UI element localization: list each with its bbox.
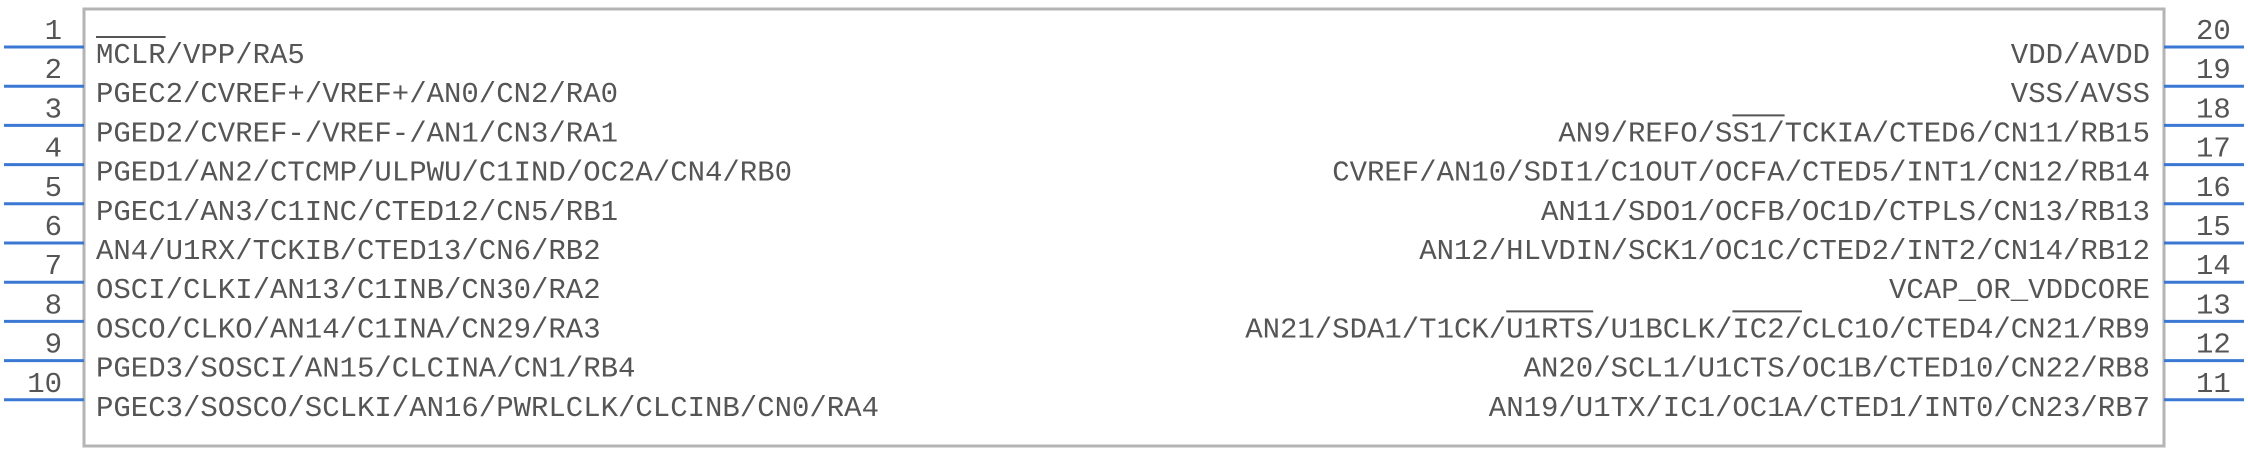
pin-label-18: AN9/REFO/SS1/TCKIA/CTED6/CN11/RB15 — [1558, 117, 2150, 150]
pin-number-15: 15 — [2196, 211, 2231, 244]
ic-body-outline — [82, 7, 2166, 448]
pin-number-17: 17 — [2196, 133, 2231, 166]
pin-number-1: 1 — [45, 15, 62, 48]
pin-label-12: AN20/SCL1/U1CTS/OC1B/CTED10/CN22/RB8 — [1524, 353, 2150, 386]
pin-number-7: 7 — [45, 250, 62, 283]
pin-number-12: 12 — [2196, 329, 2231, 362]
pin-label-17: CVREF/AN10/SDI1/C1OUT/OCFA/CTED5/INT1/CN… — [1332, 157, 2150, 190]
pin-number-9: 9 — [45, 329, 62, 362]
pin-number-19: 19 — [2196, 54, 2231, 87]
pin-number-20: 20 — [2196, 15, 2231, 48]
pin-number-14: 14 — [2196, 250, 2231, 283]
pin-number-3: 3 — [45, 93, 62, 126]
pin-number-8: 8 — [45, 289, 62, 322]
pin-label-11: AN19/U1TX/IC1/OC1A/CTED1/INT0/CN23/RB7 — [1489, 392, 2150, 425]
pin-number-6: 6 — [45, 211, 62, 244]
pin-label-7: OSCI/CLKI/AN13/C1INB/CN30/RA2 — [96, 274, 601, 307]
pin-label-8: OSCO/CLKO/AN14/C1INA/CN29/RA3 — [96, 313, 601, 346]
pin-label-3: PGED2/CVREF-/VREF-/AN1/CN3/RA1 — [96, 117, 618, 150]
pin-number-11: 11 — [2196, 368, 2231, 401]
pin-number-16: 16 — [2196, 172, 2231, 205]
pin-number-4: 4 — [45, 133, 62, 166]
pin-number-13: 13 — [2196, 289, 2231, 322]
pin-label-2: PGEC2/CVREF+/VREF+/AN0/CN2/RA0 — [96, 78, 618, 111]
pin-label-14: VCAP_OR_VDDCORE — [1889, 274, 2150, 307]
pin-label-10: PGEC3/SOSCO/SCLKI/AN16/PWRLCLK/CLCINB/CN… — [96, 392, 879, 425]
pin-label-6: AN4/U1RX/TCKIB/CTED13/CN6/RB2 — [96, 235, 601, 268]
pin-label-9: PGED3/SOSCI/AN15/CLCINA/CN1/RB4 — [96, 353, 635, 386]
pin-label-4: PGED1/AN2/CTCMP/ULPWU/C1IND/OC2A/CN4/RB0 — [96, 157, 792, 190]
pin-label-13: AN21/SDA1/T1CK/U1RTS/U1BCLK/IC2/CLC1O/CT… — [1245, 313, 2150, 346]
pin-label-20: VDD/AVDD — [2011, 39, 2150, 72]
pin-number-18: 18 — [2196, 93, 2231, 126]
pin-label-15: AN12/HLVDIN/SCK1/OC1C/CTED2/INT2/CN14/RB… — [1419, 235, 2150, 268]
pin-label-1: MCLR/VPP/RA5 — [96, 39, 305, 72]
overline-group — [96, 36, 1802, 313]
pin-number-10: 10 — [27, 368, 62, 401]
pin-label-5: PGEC1/AN3/C1INC/CTED12/CN5/RB1 — [96, 196, 618, 229]
pin-label-19: VSS/AVSS — [2011, 78, 2150, 111]
pin-number-5: 5 — [45, 172, 62, 205]
pin-label-16: AN11/SDO1/OCFB/OC1D/CTPLS/CN13/RB13 — [1541, 196, 2150, 229]
pin-number-2: 2 — [45, 54, 62, 87]
